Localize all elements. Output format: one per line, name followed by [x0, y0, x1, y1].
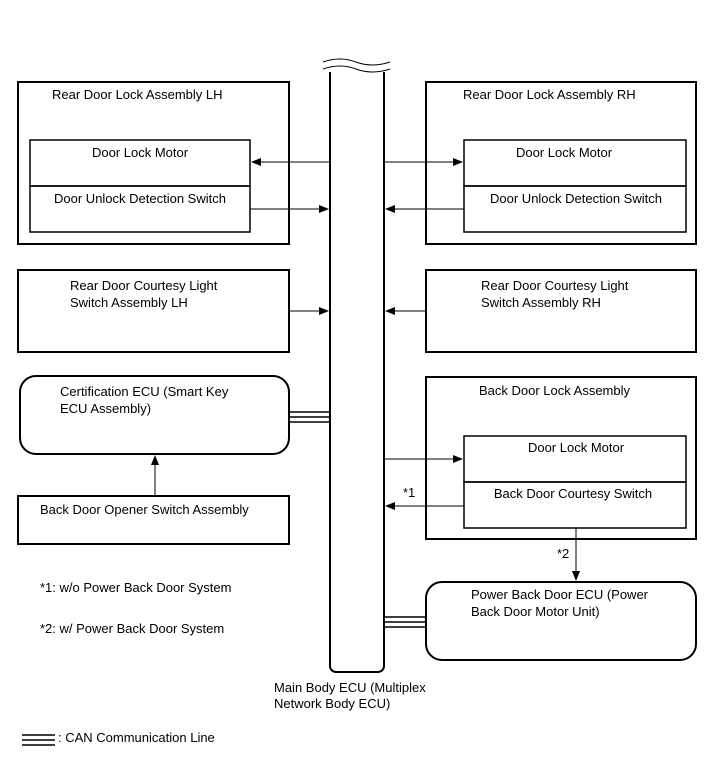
cert-ecu-line2: ECU Assembly): [60, 401, 151, 416]
main-ecu-label-line2: Network Body ECU): [274, 696, 390, 711]
rear-lh-motor-label: Door Lock Motor: [92, 145, 189, 160]
mark-star1: *1: [403, 485, 415, 500]
certification-ecu: [19, 375, 290, 455]
back-door-opener-switch: [17, 495, 290, 545]
legend-can-symbol: [22, 734, 55, 746]
rear-lh-switch-label: Door Unlock Detection Switch: [54, 191, 226, 206]
cert-ecu-line1: Certification ECU (Smart Key: [60, 384, 229, 399]
courtesy-lh-line2: Switch Assembly LH: [70, 295, 188, 310]
power-back-ecu-line1: Power Back Door ECU (Power: [471, 587, 649, 602]
courtesy-light-switch-lh: [17, 269, 290, 353]
rear-rh-title: Rear Door Lock Assembly RH: [463, 87, 636, 102]
legend-can-label: : CAN Communication Line: [58, 730, 215, 745]
note-star2: *2: w/ Power Back Door System: [40, 621, 224, 636]
courtesy-lh-line1: Rear Door Courtesy Light: [70, 278, 218, 293]
back-opener-label: Back Door Opener Switch Assembly: [40, 502, 249, 517]
can-line-power-back-ecu: [384, 616, 426, 628]
note-star1: *1: w/o Power Back Door System: [40, 580, 231, 595]
back-lock-title: Back Door Lock Assembly: [479, 383, 631, 398]
rear-rh-switch-label: Door Unlock Detection Switch: [490, 191, 662, 206]
mark-star2: *2: [557, 546, 569, 561]
back-lock-switch-label: Back Door Courtesy Switch: [494, 486, 652, 501]
rear-rh-motor-label: Door Lock Motor: [516, 145, 613, 160]
power-back-ecu-line2: Back Door Motor Unit): [471, 604, 600, 619]
power-back-door-ecu: [425, 581, 697, 661]
courtesy-light-switch-rh: [425, 269, 697, 353]
can-line-cert-ecu: [289, 411, 330, 423]
courtesy-rh-line2: Switch Assembly RH: [481, 295, 601, 310]
main-ecu-label-line1: Main Body ECU (Multiplex: [274, 680, 426, 695]
back-lock-motor-label: Door Lock Motor: [528, 440, 625, 455]
courtesy-rh-line1: Rear Door Courtesy Light: [481, 278, 629, 293]
back-door-lock-assembly: [425, 376, 697, 540]
rear-door-lock-assembly-lh: [17, 81, 290, 245]
rear-lh-title: Rear Door Lock Assembly LH: [52, 87, 223, 102]
rear-door-lock-assembly-rh: [425, 81, 697, 245]
main-body-ecu-bar: [322, 56, 391, 673]
